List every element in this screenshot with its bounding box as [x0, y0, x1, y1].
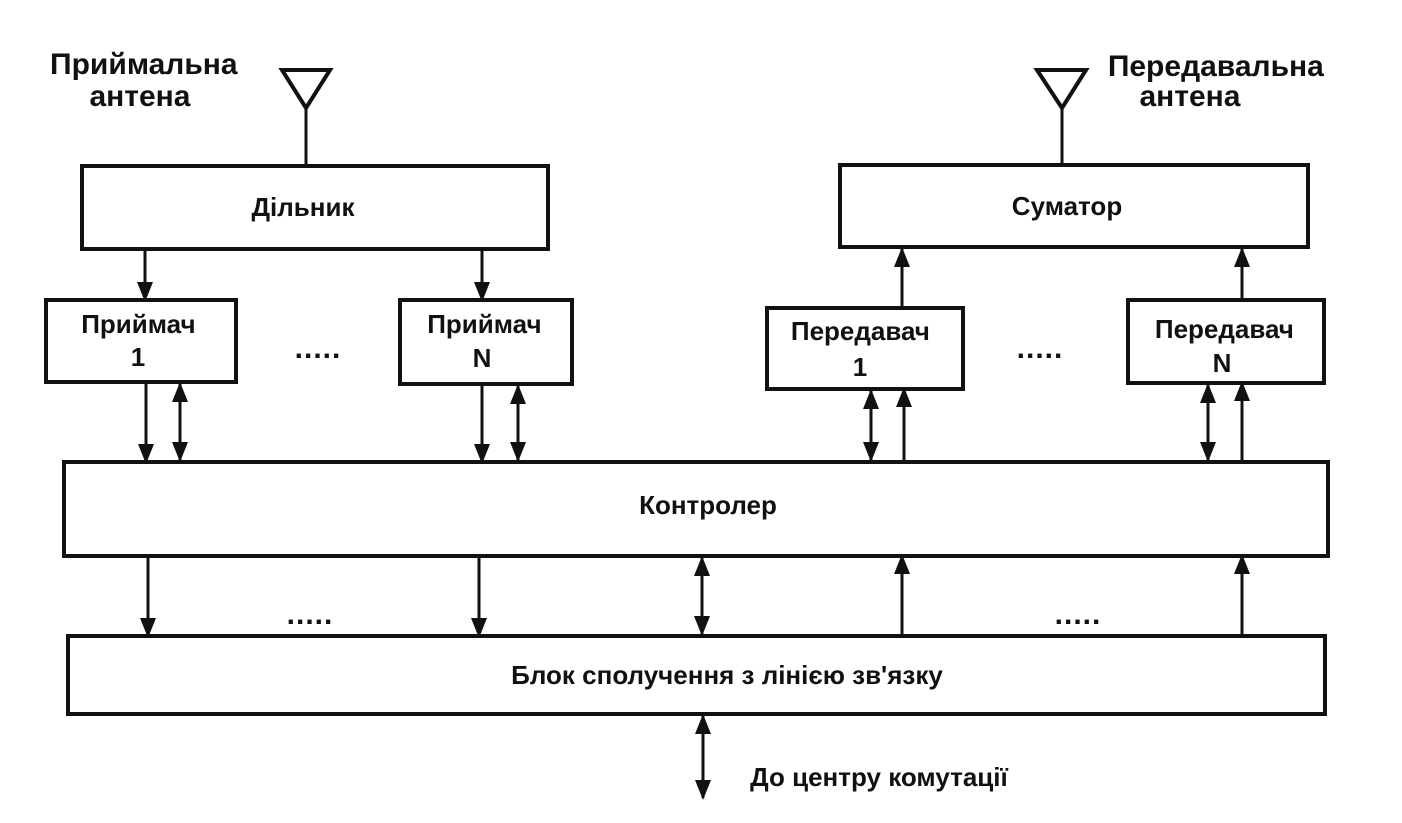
interface-ellipsis-right: ..... [1055, 598, 1102, 631]
receiver-1-label: Приймач 1 [81, 309, 203, 372]
splitter-block: Дільник [80, 164, 550, 251]
rx-antenna-icon [278, 68, 334, 165]
receiver-n-label: Приймач N [427, 309, 549, 373]
line-interface-block: Блок сполучення з лінією зв'язку [66, 634, 1327, 716]
rx-antenna-label: Приймальна антена [50, 48, 246, 113]
tx-antenna-label: Передавальна антена [1108, 50, 1332, 113]
controller-block: Контролер [62, 460, 1330, 558]
receiver-1-block: Приймач 1 [44, 298, 238, 384]
tx-antenna-icon [1033, 68, 1090, 165]
transmitter-1-label: Передавач 1 [791, 316, 937, 382]
line-interface-label: Блок сполучення з лінією зв'язку [511, 660, 943, 690]
switching-center-label: До центру комутації [750, 762, 1008, 792]
interface-ellipsis-left: ..... [287, 598, 334, 631]
transmitter-1-block: Передавач 1 [765, 306, 965, 391]
splitter-label: Дільник [252, 192, 356, 222]
combiner-label: Суматор [1012, 191, 1122, 221]
receiver-n-block: Приймач N [398, 298, 574, 386]
transmitter-n-label: Передавач N [1155, 314, 1301, 378]
transmitter-n-block: Передавач N [1126, 298, 1326, 385]
receivers-ellipsis: ..... [295, 332, 342, 365]
transmitters-ellipsis: ..... [1017, 332, 1064, 365]
combiner-block: Суматор [838, 163, 1310, 249]
controller-label: Контролер [639, 490, 777, 520]
